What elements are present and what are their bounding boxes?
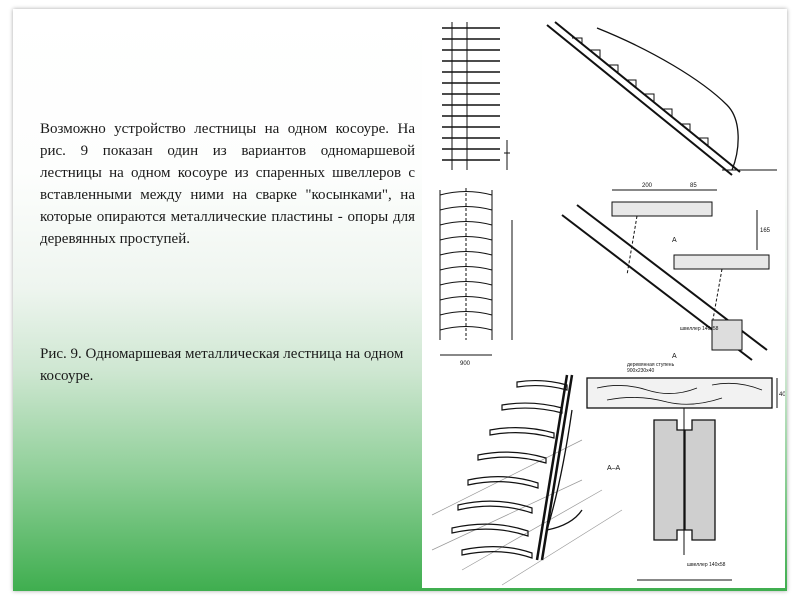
section-title: А–А (607, 465, 621, 472)
dim-width-left-label: 200 (642, 183, 653, 189)
board-label-line2: 900х230х40 (627, 368, 654, 374)
board-label-line1: деревянная ступень (627, 362, 675, 368)
stair-elevation-drawing-icon (546, 21, 777, 176)
dim-plan-label: 900 (460, 361, 471, 367)
body-paragraph: Возможно устройство лестницы на одном ко… (40, 121, 415, 247)
channel-mid-label: швеллер 140х58 (680, 326, 719, 332)
dim-height-tread-label: 165 (760, 228, 771, 234)
section-mark-bottom: А (672, 353, 677, 360)
staircase-figure: 900 200 85 швеллер 140х58 А А 165 (422, 10, 785, 588)
section-mark-top: А (672, 237, 677, 244)
dim-tread-thickness-label: 40 (779, 392, 785, 398)
stair-plan-drawing-icon (442, 22, 510, 170)
channel-bottom-label: швеллер 140х58 (687, 562, 726, 568)
cross-section-drawing-icon: деревянная ступень 900х230х40 40 А–А шве… (586, 362, 785, 581)
stair-perspective-drawing-icon (431, 374, 623, 586)
stair-plan-curved-drawing-icon: 900 (439, 188, 513, 367)
tread-detail-drawing-icon: 200 85 швеллер 140х58 А А 165 (561, 183, 771, 361)
dim-width-right-label: 85 (690, 183, 697, 189)
figure-caption: Рис. 9. Одномаршевая металлическая лестн… (40, 346, 404, 384)
